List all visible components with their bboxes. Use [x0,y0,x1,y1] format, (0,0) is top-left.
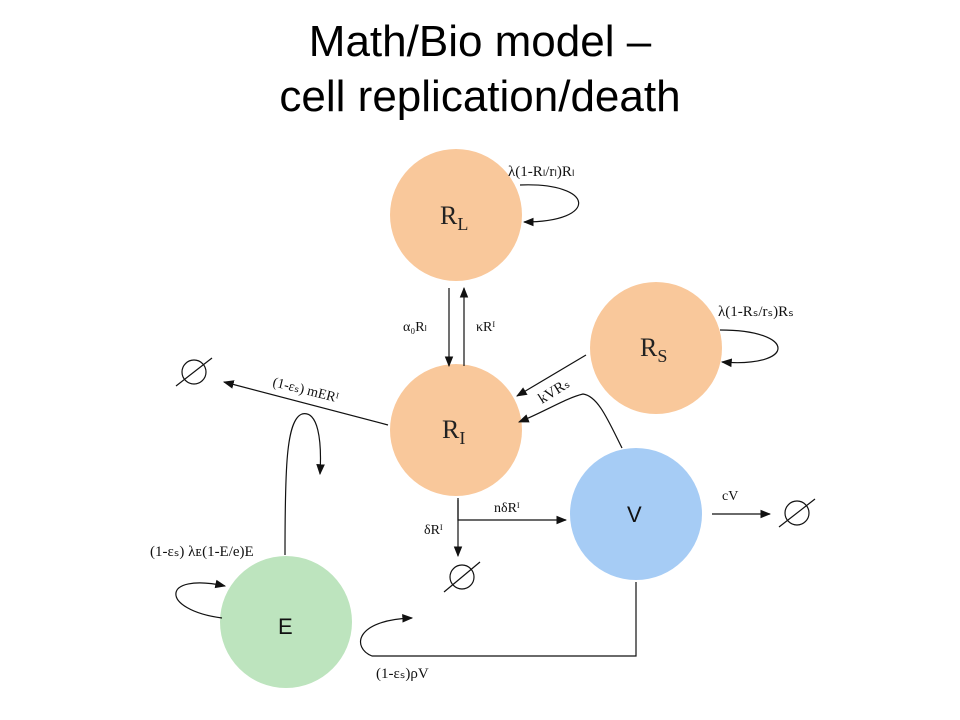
slide-title: Math/Bio model – cell replication/death [0,14,960,124]
rate-virus-clearance: cV [722,489,738,504]
virus-production-arrow [457,500,568,525]
node-rs [590,282,722,414]
label-ri: RI [442,415,465,448]
rs-to-ri-arrow [516,354,587,397]
node-e [220,556,352,688]
node-rl [390,149,522,281]
title-line-1: Math/Bio model – [308,17,652,66]
e-growth-arrow [175,579,227,619]
node-v [570,448,702,580]
rl-growth-arrow [519,184,580,227]
rate-ri-to-rl: κRᴵ [476,320,495,335]
rate-rs-growth: λ(1-Rₛ/rₛ)Rₛ [718,304,794,320]
node-ri [390,364,522,496]
label-v: V [627,502,642,527]
e-to-killing-arrow [284,413,325,556]
label-rl: RL [440,201,468,234]
e-stimulation-arrow [359,582,637,657]
rate-e-stimulation: (1-εₛ)ρV [376,666,429,682]
sink-killing [175,357,213,387]
rate-rl-growth: λ(1-Rₗ/rₗ)Rₗ [508,164,574,180]
ri-killing-arrow [222,380,389,426]
label-rs: RS [640,333,667,366]
label-e: E [278,614,293,639]
title-line-2: cell replication/death [279,72,681,121]
rate-e-growth: (1-εₛ) λᴇ(1-E/e)E [150,544,254,560]
rate-rl-to-ri: α₀Rₗ [403,320,427,335]
rs-growth-arrow [719,329,779,368]
rate-infection: kVRₛ [536,376,573,408]
rate-ri-death: δRᴵ [424,523,443,538]
sink-ri-death [443,561,481,593]
rate-virus-production: nδRᴵ [494,501,520,516]
sink-virus-clearance [778,498,816,528]
rate-killing: (1-εₛ) mERᴵ [271,375,340,406]
v-to-ri-arrow [517,393,623,449]
